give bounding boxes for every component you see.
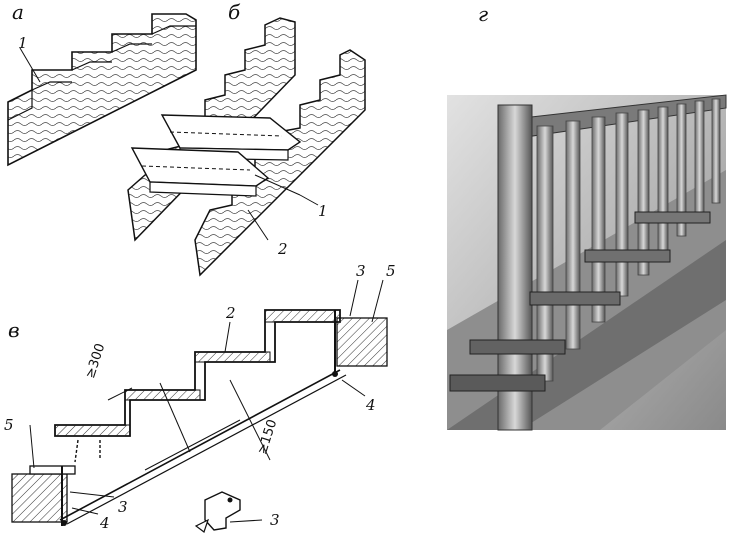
callout-a-1: 1 (18, 34, 28, 52)
staircase-photo (447, 94, 727, 431)
callout-v-4-left: 4 (100, 514, 110, 532)
callout-b-1: 1 (318, 202, 328, 220)
stairs-drawing-b (127, 17, 366, 277)
section-drawing-v (11, 279, 388, 526)
stringer-drawing-a (7, 13, 197, 167)
callout-v-5-left: 5 (4, 416, 14, 434)
callout-v-2: 2 (226, 304, 236, 322)
callout-bracket-3: 3 (270, 511, 280, 529)
callout-v-3-left: 3 (118, 498, 128, 516)
callout-b-2: 2 (278, 240, 288, 258)
callout-v-3-top: 3 (356, 262, 366, 280)
bracket-detail (194, 491, 263, 533)
panel-label-a: а (12, 0, 24, 24)
callout-v-5-right: 5 (386, 262, 396, 280)
panel-label-g: г (478, 2, 489, 26)
panel-label-b: б (228, 0, 241, 24)
callout-v-4-right: 4 (366, 396, 376, 414)
panel-label-v: в (8, 318, 20, 342)
